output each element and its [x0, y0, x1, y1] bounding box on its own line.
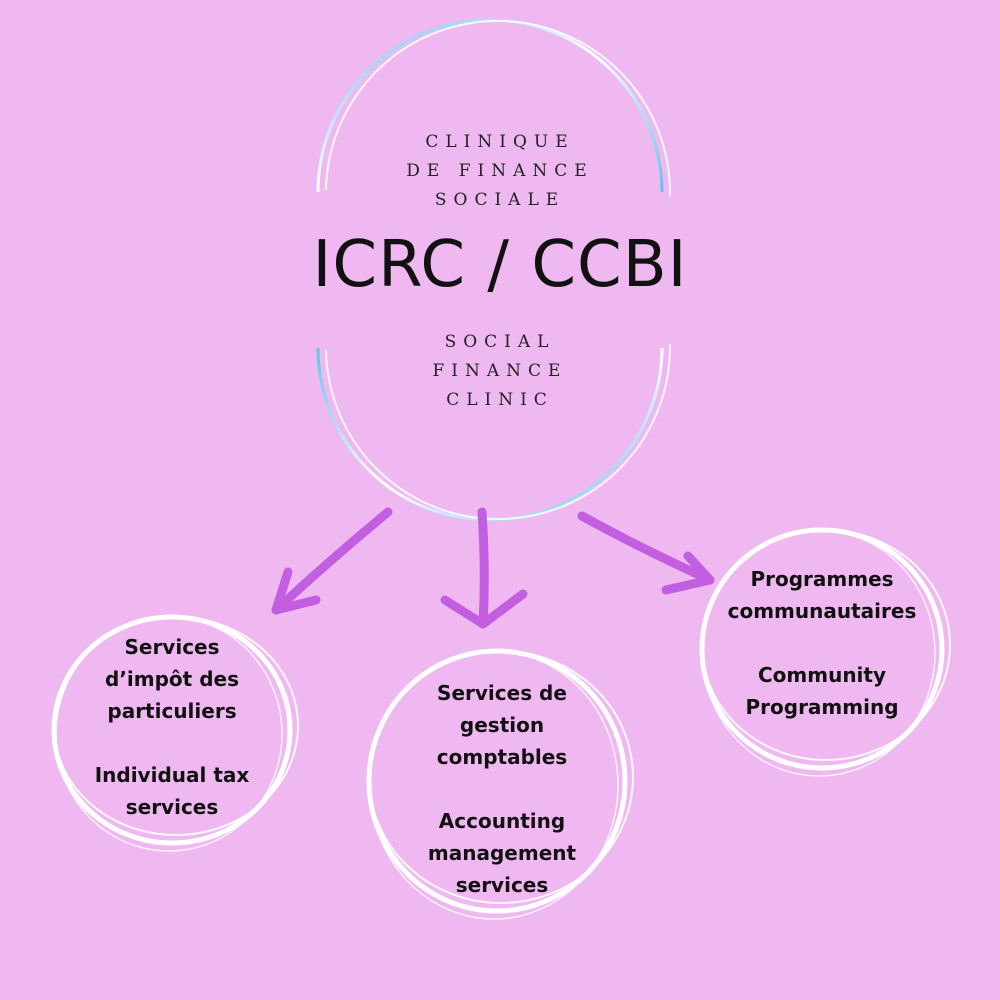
node-label-en-line: management: [427, 841, 577, 865]
header-ring: [316, 18, 672, 522]
node-label-fr-line: communautaires: [727, 599, 917, 623]
node-label-en-line: Community: [757, 663, 887, 687]
header-english-line-1: SOCIAL: [444, 332, 556, 352]
node-label-en-line: Individual tax: [94, 763, 250, 787]
node-label-fr-line: comptables: [436, 745, 568, 769]
header-french-line-3: SOCIALE: [434, 190, 566, 210]
main-title: ICRC / CCBI: [312, 228, 688, 302]
header-english-line-3: CLINIC: [446, 390, 554, 410]
node-label-fr-line: Programmes: [750, 567, 894, 591]
node-label-en-line: services: [455, 873, 549, 897]
arrow-right: [577, 511, 715, 595]
node-label-fr-line: particuliers: [107, 699, 237, 723]
node-circle-individual-tax: [51, 614, 299, 852]
header-french-line-2: DE FINANCE: [406, 161, 594, 181]
header-english-line-2: FINANCE: [432, 361, 568, 381]
node-community: Programmes communautaires Community Prog…: [712, 563, 932, 723]
node-label-en-line: Accounting: [438, 809, 566, 833]
node-accounting: Services de gestion comptables Accountin…: [392, 677, 612, 901]
arrow-center: [440, 507, 528, 629]
node-label-fr-line: gestion: [459, 713, 545, 737]
node-individual-tax: Services d’impôt des particuliers Indivi…: [62, 631, 282, 823]
node-label-fr-line: d’impôt des: [105, 667, 239, 691]
node-label-fr-line: Services de: [437, 681, 567, 705]
node-circle-accounting: [366, 648, 634, 920]
node-label-en-line: Programming: [745, 695, 899, 719]
node-circle-community: [699, 527, 951, 777]
node-label-fr-line: Services: [124, 635, 220, 659]
arrow-left: [271, 507, 393, 615]
node-label-en-line: services: [125, 795, 219, 819]
header-french-line-1: CLINIQUE: [425, 132, 575, 152]
